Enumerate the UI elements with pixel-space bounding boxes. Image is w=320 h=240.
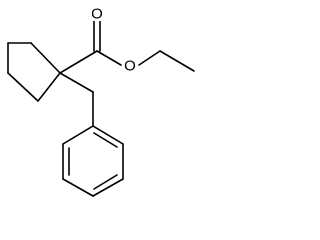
ester-group [59, 19, 195, 74]
benzene-bond-6 [62, 125, 94, 145]
molecule-diagram: O O [7, 5, 195, 197]
bond-quaternary-to-benzylic-ch2 [59, 72, 94, 93]
ring-bond-right [30, 42, 61, 74]
bond-ch2-to-ch3 [159, 50, 195, 72]
ring-bond-left [7, 72, 39, 102]
benzyl-group [59, 72, 94, 127]
bond-ester-oxygen-to-ch2 [138, 50, 161, 66]
structure-canvas: O O [7, 5, 195, 197]
carbonyl-oxygen-label: O [91, 6, 103, 23]
ester-oxygen-atom: O [122, 57, 138, 75]
bond-carbonyl-to-ester-oxygen [96, 50, 122, 66]
benzene-bond-4 [62, 178, 94, 197]
bond-quaternary-to-carbonyl [59, 50, 98, 74]
benzene-bond-3 [92, 178, 124, 197]
benzene-inner-double-2 [93, 174, 118, 190]
cyclobutane-ring [7, 42, 61, 102]
benzene-bond-1 [92, 125, 124, 145]
ring-bond-bottom [37, 72, 61, 102]
ester-oxygen-label: O [124, 58, 136, 75]
benzene-ring [62, 125, 124, 197]
carbonyl-oxygen-atom: O [89, 5, 105, 23]
benzene-inner-double-1 [93, 132, 118, 148]
